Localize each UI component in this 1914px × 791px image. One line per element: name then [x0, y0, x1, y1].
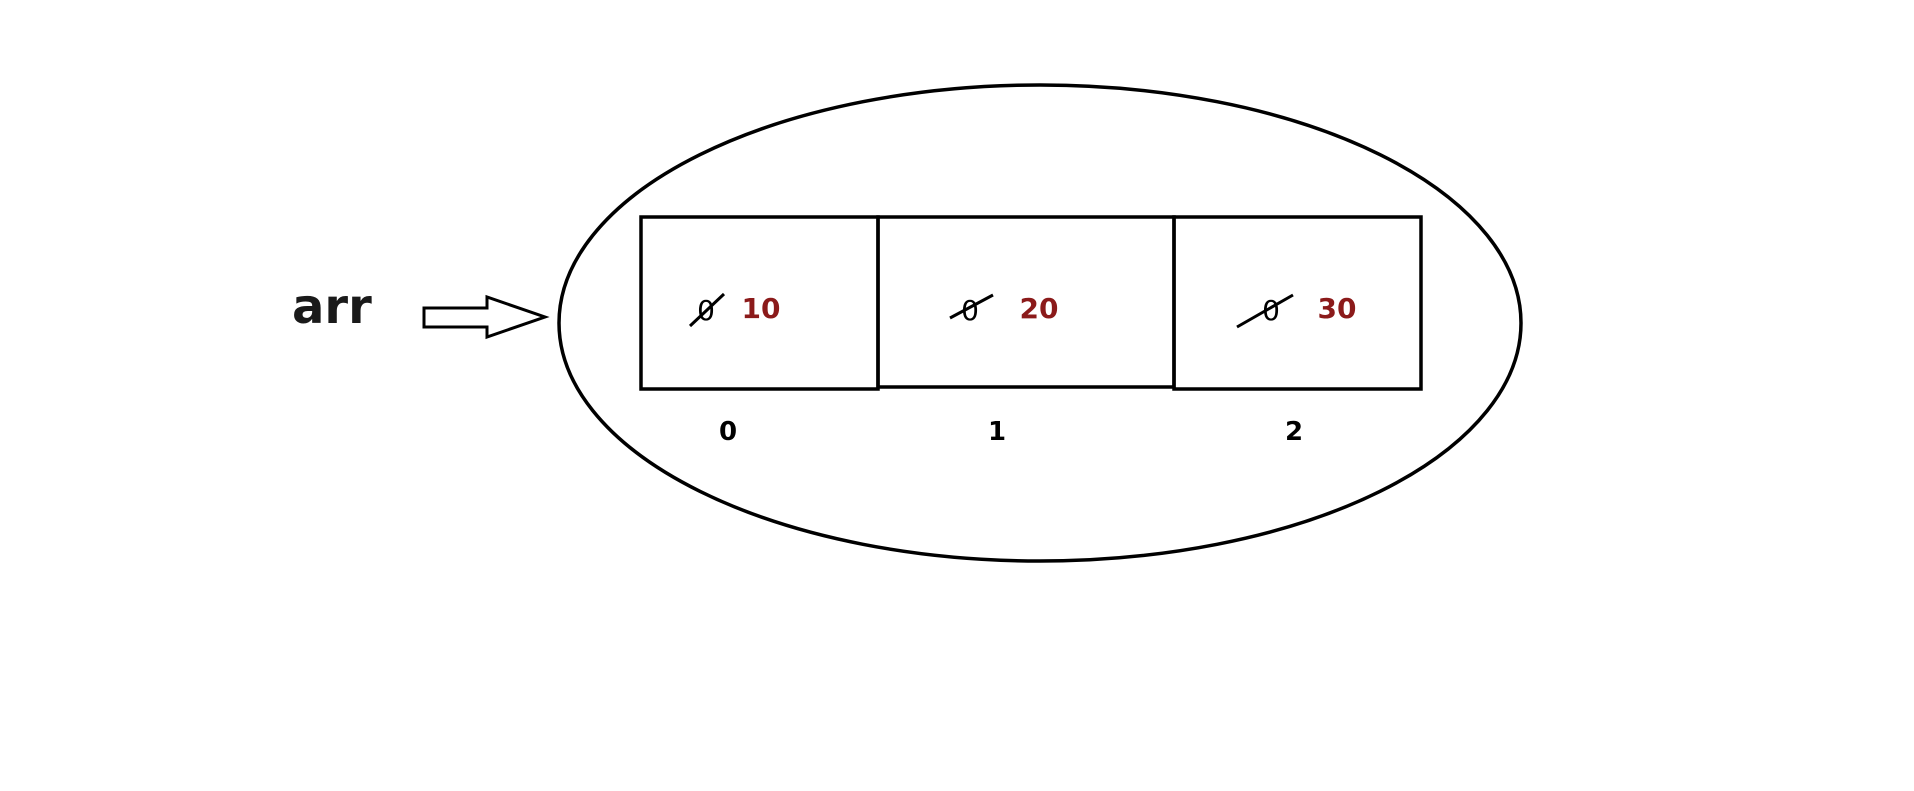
strikethrough-line-1: [949, 293, 994, 320]
old-value-1: 0: [961, 294, 979, 327]
index-label-0: 0: [719, 417, 737, 447]
index-label-2: 2: [1285, 417, 1303, 447]
new-value-2: 30: [1318, 292, 1357, 325]
variable-name-label: arr: [292, 279, 372, 335]
array-element-0: 0 10: [688, 292, 781, 328]
array-element-2: 0 30: [1236, 292, 1357, 329]
array-element-1: 0 20: [949, 292, 1059, 327]
array-box: [639, 215, 1423, 391]
strikethrough-line-0: [688, 292, 726, 328]
new-value-0: 10: [742, 292, 781, 325]
index-label-1: 1: [988, 417, 1006, 447]
pointer-arrow-icon: [422, 294, 550, 340]
heap-object-ellipse: [557, 83, 1523, 563]
old-value-2: 0: [1262, 294, 1280, 327]
strikethrough-line-2: [1236, 293, 1294, 329]
array-cell-2: [1172, 215, 1423, 391]
new-value-1: 20: [1020, 292, 1059, 325]
